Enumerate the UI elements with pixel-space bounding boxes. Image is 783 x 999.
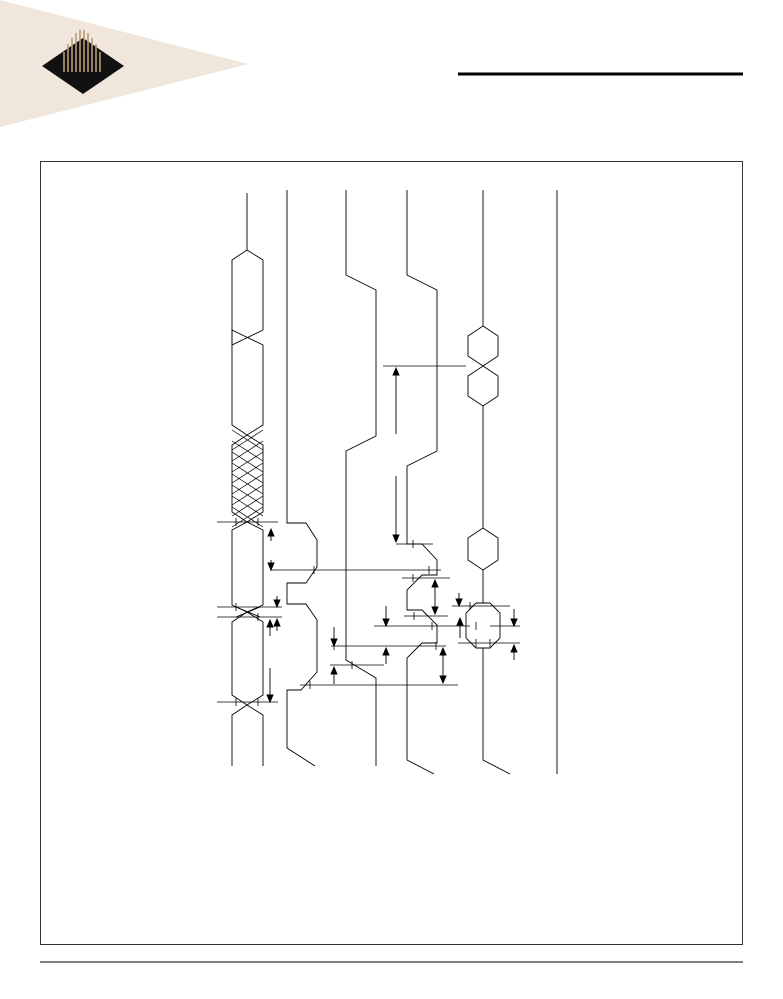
arrow-head (392, 534, 400, 544)
arrow-head (392, 366, 400, 376)
hatch-line (231, 451, 264, 473)
hatch-line (231, 440, 264, 462)
signal-address-bus (231, 193, 264, 766)
timing-arrows (266, 366, 518, 704)
address-bus-cell-2 (231, 329, 264, 436)
signal-strobe (286, 190, 318, 767)
data-bus-cell-2 (467, 365, 499, 407)
figure-frame (40, 161, 743, 945)
data-bus-cell-1 (467, 325, 499, 367)
signal-enable (345, 190, 377, 766)
header-triangle-banner (0, 0, 248, 127)
arrow-head (267, 527, 275, 537)
arrow-head (431, 578, 439, 588)
arrow-head (266, 618, 274, 628)
signal-data-bus (465, 190, 511, 775)
logo-stripes (63, 30, 101, 72)
hatch-line (231, 462, 264, 484)
data-bus-cell-4 (465, 602, 501, 649)
hatch-line (231, 473, 264, 495)
data-bus-tail (482, 648, 511, 775)
address-bus-cell-1 (231, 249, 264, 346)
address-bus-invalid-hatch (231, 429, 264, 528)
arrow-head (382, 618, 390, 628)
edge-tick-marks (235, 518, 491, 706)
arrow-head (382, 646, 390, 656)
arrow-head (330, 638, 338, 648)
hatch-line (231, 495, 264, 517)
arrow-head (510, 643, 518, 653)
logo-diamond (42, 38, 124, 94)
hatch-line (231, 484, 264, 506)
address-bus-cross-mark-2 (235, 606, 261, 618)
arrow-head (273, 599, 281, 609)
company-logo-icon (42, 30, 124, 94)
arrow-head (273, 617, 281, 627)
address-bus-tail (231, 704, 264, 766)
page-header (0, 0, 743, 127)
arrow-head (455, 598, 463, 608)
arrow-head (266, 694, 274, 704)
timing-reference-lines (217, 365, 520, 703)
arrow-head (456, 616, 464, 626)
arrow-head (431, 606, 439, 616)
arrow-head (330, 665, 338, 675)
data-bus-cell-3 (467, 527, 499, 571)
arrow-head (439, 646, 447, 656)
timing-diagram (217, 190, 558, 775)
arrow-head (510, 618, 518, 628)
address-bus-cell-3 (231, 521, 264, 613)
hatch-line (231, 506, 264, 528)
arrow-head (267, 562, 275, 572)
address-bus-cell-4 (231, 611, 264, 706)
hatch-line (231, 429, 264, 451)
signal-control (406, 190, 438, 775)
arrow-head (439, 675, 447, 685)
address-bus-invalid-frame (231, 434, 264, 523)
